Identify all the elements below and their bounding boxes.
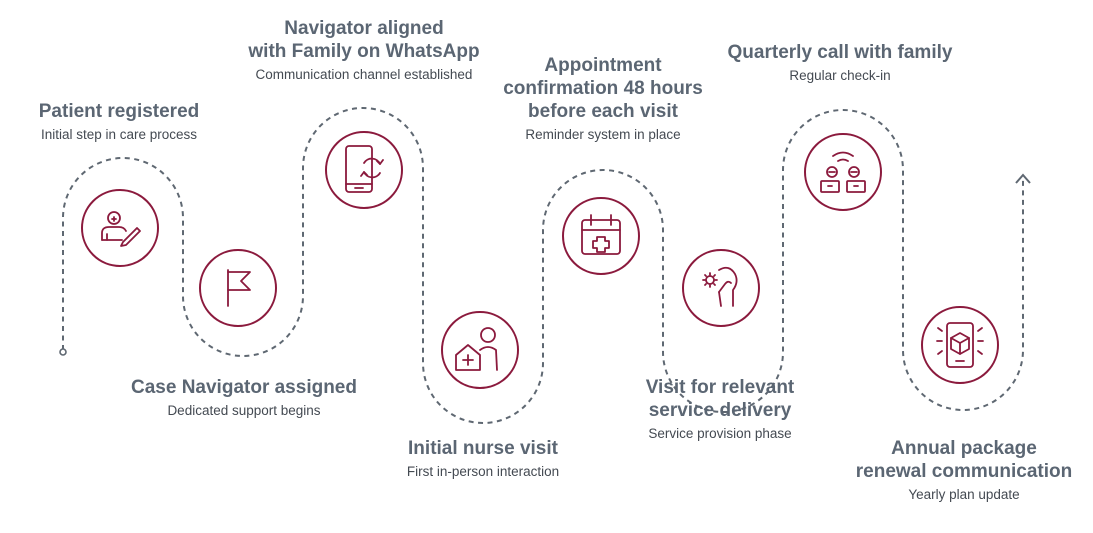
step-subtitle: Regular check-in [789,68,891,83]
hand-gear-icon [702,266,738,307]
step-7-label: Quarterly call with family Regular check… [705,41,975,85]
step-title: Visit for relevant service delivery [645,377,795,421]
step-8-label: Annual package renewal communication Yea… [838,437,1090,504]
step-4-label: Initial nurse visit First in-person inte… [378,437,588,481]
step-8-node [921,306,999,384]
step-title: Initial nurse visit [408,438,558,459]
step-subtitle: Service provision phase [648,426,792,441]
flag-icon [227,269,251,307]
step-1-node [81,189,159,267]
patient-edit-icon [101,211,141,247]
arrow-up-icon [1015,173,1031,184]
step-3-node [325,131,403,209]
step-subtitle: Reminder system in place [525,127,681,142]
phone-sync-icon [345,145,384,193]
step-subtitle: Initial step in care process [40,127,198,142]
step-2-label: Case Navigator assigned Dedicated suppor… [104,376,384,420]
step-5-label: Appointment confirmation 48 hours before… [488,54,718,144]
step-3-label: Navigator aligned with Family on WhatsAp… [229,17,499,84]
step-6-label: Visit for relevant service delivery Serv… [620,376,820,443]
family-call-icon [820,151,866,193]
step-4-node [441,311,519,389]
path-start-dot [59,348,67,356]
step-title: Navigator aligned with Family on WhatsAp… [248,18,480,62]
step-subtitle: Yearly plan update [908,487,1020,502]
step-2-node [199,249,277,327]
calendar-medical-icon [581,214,621,255]
step-title: Appointment confirmation 48 hours before… [503,55,703,122]
journey-path [62,107,1024,424]
step-7-node [804,133,882,211]
step-title: Annual package renewal communication [855,438,1073,482]
step-6-node [682,249,760,327]
step-title: Quarterly call with family [727,42,953,63]
home-nurse-icon [455,327,498,371]
step-title: Patient registered [38,101,200,122]
step-title: Case Navigator assigned [131,377,357,398]
phone-package-icon [936,322,984,368]
step-subtitle: Dedicated support begins [167,403,321,418]
step-subtitle: Communication channel established [255,67,473,82]
step-1-label: Patient registered Initial step in care … [14,100,224,144]
step-5-node [562,197,640,275]
step-subtitle: First in-person interaction [406,464,560,479]
